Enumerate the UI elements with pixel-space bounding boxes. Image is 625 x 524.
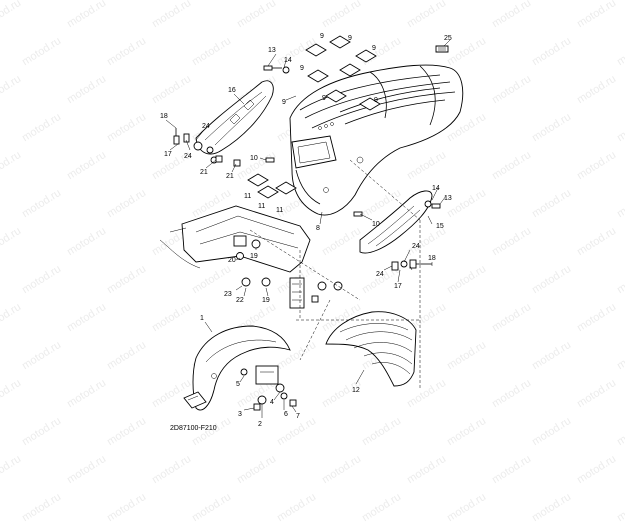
- callout-10: 10: [250, 155, 258, 162]
- right-side-cover: [359, 190, 433, 254]
- fasteners: [173, 65, 441, 411]
- callout-4: 4: [270, 399, 274, 406]
- callout-17: 17: [164, 151, 172, 158]
- callout-1: 1: [200, 315, 204, 322]
- watermark-text: motod.ru: [190, 490, 234, 524]
- callout-9: 9: [300, 65, 304, 72]
- callout-18: 18: [428, 255, 436, 262]
- leader-lines: [165, 39, 451, 418]
- callout-21: 21: [200, 169, 208, 176]
- callout-19: 19: [262, 297, 270, 304]
- callout-9: 9: [374, 97, 378, 104]
- diagram-code: 2D87100-F210: [170, 425, 217, 432]
- callout-7: 7: [296, 413, 300, 420]
- callout-24: 24: [376, 271, 384, 278]
- watermark-text: motod.ru: [615, 490, 625, 524]
- front-fender: [192, 325, 291, 411]
- callout-9: 9: [322, 95, 326, 102]
- callout-3: 3: [238, 411, 242, 418]
- callout-2: 2: [258, 421, 262, 428]
- callout-11: 11: [244, 193, 251, 200]
- rear-fender-body: [289, 64, 464, 216]
- inner-mudguard: [325, 311, 417, 387]
- callout-21: 21: [226, 173, 234, 180]
- callout-16: 16: [228, 87, 236, 94]
- watermark-text: motod.ru: [445, 490, 489, 524]
- callout-13: 13: [444, 195, 452, 202]
- frame-subframe: [159, 205, 311, 309]
- callout-labels: 13 14 9 9 9 9 9 9 9 25 16 18 24 17 24 21…: [160, 33, 452, 432]
- callout-14: 14: [284, 57, 292, 64]
- watermark-text: motod.ru: [105, 490, 149, 524]
- callout-11: 11: [276, 207, 283, 214]
- watermark-text: motod.ru: [530, 490, 574, 524]
- callout-20: 20: [228, 257, 236, 264]
- watermark-text: motod.ru: [275, 490, 319, 524]
- callout-9: 9: [372, 45, 376, 52]
- callout-12: 12: [352, 387, 360, 394]
- left-side-cover: [195, 80, 274, 155]
- callout-24: 24: [202, 123, 210, 130]
- watermark-text: motod.ru: [360, 490, 404, 524]
- callout-18: 18: [160, 113, 168, 120]
- callout-9: 9: [282, 99, 286, 106]
- callout-25: 25: [444, 35, 452, 42]
- callout-17: 17: [394, 283, 402, 290]
- callout-15: 15: [436, 223, 444, 230]
- callout-23: 23: [224, 291, 232, 298]
- callout-22: 22: [236, 297, 244, 304]
- callout-9: 9: [348, 35, 352, 42]
- exploded-parts-diagram: 13 14 9 9 9 9 9 9 9 25 16 18 24 17 24 21…: [159, 33, 464, 432]
- callout-14: 14: [432, 185, 440, 192]
- callout-10: 10: [372, 221, 380, 228]
- callout-24: 24: [412, 243, 420, 250]
- callout-8: 8: [316, 225, 320, 232]
- callout-19: 19: [250, 253, 258, 260]
- watermark-text: motod.ru: [20, 490, 64, 524]
- callout-24: 24: [184, 153, 192, 160]
- callout-11: 11: [258, 203, 265, 210]
- callout-13: 13: [268, 47, 276, 54]
- emblems: [247, 35, 449, 199]
- callout-9: 9: [320, 33, 324, 40]
- callout-5: 5: [236, 381, 240, 388]
- callout-6: 6: [284, 411, 288, 418]
